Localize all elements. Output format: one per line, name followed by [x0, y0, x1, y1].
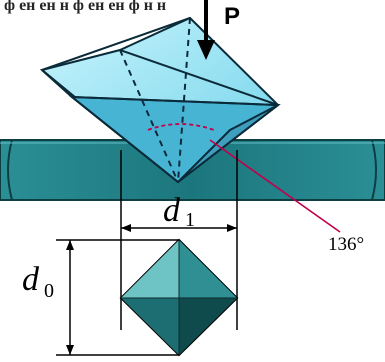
d1-label: d 1 [163, 192, 195, 231]
top-caption: ф ен ен н ф ен ен ф н н [4, 0, 166, 14]
force-label: P [224, 3, 240, 30]
d0-label: d 0 [22, 261, 54, 302]
angle-indicator [147, 123, 341, 233]
pyramid-indenter [39, 16, 281, 184]
indentation-impression [119, 238, 239, 357]
dimension-d0 [56, 239, 179, 356]
force-arrow [197, 0, 215, 60]
angle-label: 136° [328, 234, 364, 255]
